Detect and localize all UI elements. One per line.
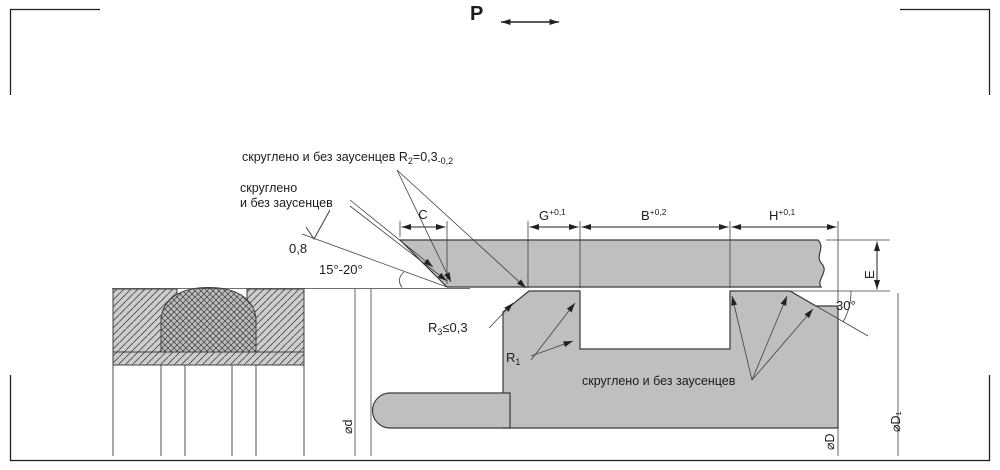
seal-cross-section	[112, 286, 305, 456]
reference-lines	[112, 209, 899, 456]
note-rounded-bottom: скруглено и без заусенцев	[582, 374, 736, 388]
roughness-value: 0,8	[289, 241, 308, 256]
leader-rounded-left-a	[349, 199, 434, 268]
leader-rounded-left-b	[349, 205, 448, 282]
dia-label-groove: ⌀D	[823, 433, 837, 450]
note-rounded-left-line2: и без заусенцев	[240, 196, 333, 210]
dim-label-g: G+0,1	[539, 205, 566, 223]
angle-arc-30	[842, 290, 852, 323]
note-r2-tolerance: -0,2	[437, 156, 454, 166]
lead-in-angle-label: 15°-20°	[319, 262, 363, 277]
angle-arc-15-20	[399, 271, 405, 288]
dim-label-e: E	[862, 270, 877, 279]
lead-in-chamfer-line	[301, 233, 448, 288]
note-r2-sub: 2	[407, 156, 413, 166]
note-r2-value: =0,3	[412, 150, 438, 164]
leader-lines	[349, 169, 814, 381]
projection-lines-left-figure	[112, 365, 305, 456]
leader-r3	[488, 302, 514, 329]
dia-label-rod: ⌀d	[341, 419, 355, 434]
dimension-lines	[401, 224, 880, 290]
dim-g-tolerance: +0,1	[549, 207, 566, 217]
frame-corner-marks	[9, 8, 991, 462]
note-rounded-left: скруглено и без заусенцев	[240, 181, 333, 211]
note-r3-sub: 3	[437, 327, 443, 337]
leader-rounded-bottom-a	[731, 295, 753, 381]
groove-chamfer-angle-label: 30°	[836, 298, 856, 313]
note-r2: скруглено и без заусенцев R2=0,3-0,2	[242, 150, 453, 169]
rod-section	[398, 239, 825, 288]
roughness-symbol	[305, 209, 331, 240]
housing-section	[371, 290, 839, 429]
dim-label-h: H+0,1	[769, 205, 795, 223]
dim-g-base: G	[539, 208, 550, 223]
note-r1-sub: 1	[515, 357, 521, 367]
dim-label-c: C	[418, 207, 428, 222]
leader-r2-b	[396, 169, 452, 283]
leader-r1-a	[530, 340, 574, 357]
note-r1-base: R	[506, 350, 516, 365]
note-rounded-left-line1: скруглено	[240, 181, 298, 195]
seal-fabric-dome	[160, 286, 257, 353]
housing-body	[502, 290, 839, 429]
dim-h-base: H	[769, 208, 779, 223]
chamfer-30-line	[789, 290, 869, 337]
note-r1: R1	[506, 350, 520, 370]
gland-bottom-strip	[112, 351, 305, 366]
leader-rounded-bottom-c	[751, 308, 814, 381]
dim-label-b: B+0,2	[641, 205, 666, 223]
dia-label-bore: ⌀D₁	[889, 411, 903, 432]
note-r3-base: R	[428, 320, 438, 335]
pressure-label: P	[470, 3, 484, 25]
leader-r1-b	[530, 302, 576, 361]
note-r3: R3≤0,3	[428, 320, 468, 340]
dim-b-tolerance: +0,2	[649, 207, 667, 217]
note-r2-text: скруглено и без заусенцев R	[242, 150, 408, 164]
dimension-extension-lines	[399, 221, 839, 303]
dim-b-base: B	[641, 208, 650, 223]
housing-round-end	[371, 392, 511, 429]
note-r3-value: ≤0,3	[442, 320, 468, 335]
leader-r2-a	[396, 169, 527, 289]
leader-rounded-bottom-b	[751, 295, 788, 381]
dim-h-tolerance: +0,1	[778, 207, 796, 217]
